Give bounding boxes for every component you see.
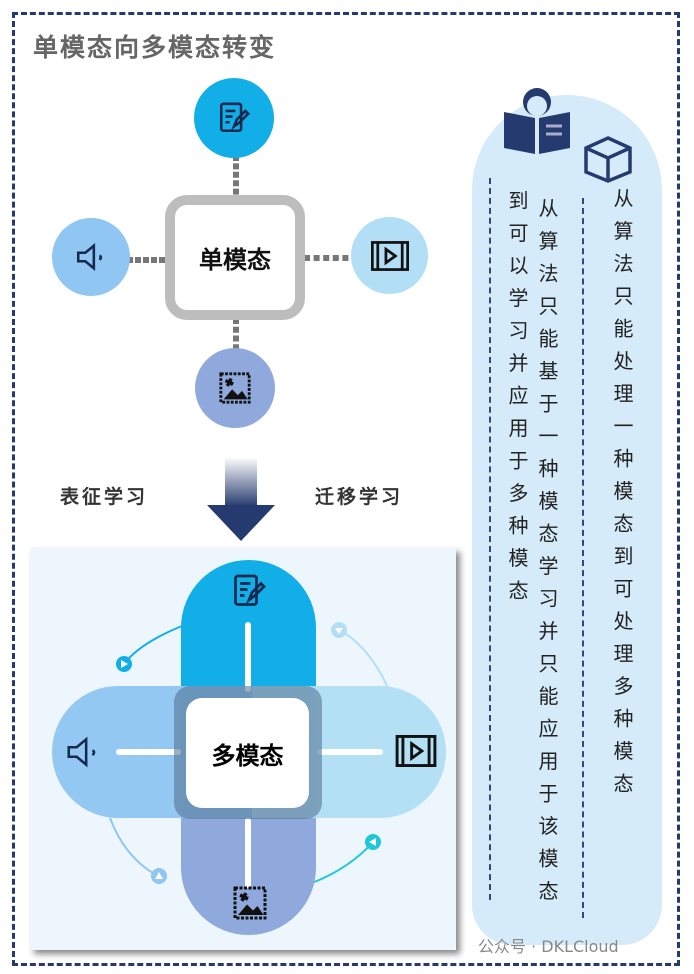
page-title: 单模态向多模态转变 [33, 33, 277, 62]
orbit-arcs [109, 622, 389, 884]
connector-right [304, 255, 358, 261]
multi-modal-box: 多模态 [186, 698, 309, 808]
description-col1: 从算法只能处理一种模态到可处理多种模态 [610, 188, 634, 806]
reading-person-icon [504, 88, 570, 154]
dashed-divider-left [489, 178, 491, 900]
spoke-left [116, 749, 181, 755]
video-modality-circle [351, 217, 428, 294]
document-edit-icon [219, 102, 250, 133]
picture-icon [219, 372, 251, 404]
film-play-icon [370, 240, 409, 271]
single-modal-box: 单模态 [165, 195, 305, 320]
text-modality-circle [194, 78, 274, 158]
description-col2: 从算法只能基于一种模态学习并只能应用于该模态 [535, 198, 559, 913]
film-play-icon [395, 735, 437, 767]
multi-modal-label: 多模态 [211, 740, 284, 770]
audio-modality-circle [52, 218, 130, 296]
transfer-learning-label: 迁移学习 [315, 486, 404, 508]
representation-learning-label: 表征学习 [60, 486, 149, 508]
watermark: 公众号 · DKLCloud [478, 937, 619, 956]
dashed-divider-right [582, 198, 584, 918]
spoke-right [318, 749, 383, 755]
description-col3: 到可以学习并应用于多种模态 [505, 190, 529, 613]
single-modal-label: 单模态 [199, 245, 271, 274]
picture-icon [233, 886, 267, 920]
image-modality-circle [195, 348, 275, 428]
spoke-bottom [245, 818, 251, 888]
down-arrow [207, 457, 275, 541]
dashed-frame [12, 12, 680, 966]
spoke-top [245, 622, 251, 692]
speaker-icon [67, 736, 96, 768]
cube-icon [584, 136, 632, 183]
description-panel [472, 95, 662, 945]
document-edit-icon [234, 574, 266, 606]
speaker-icon [76, 242, 103, 272]
